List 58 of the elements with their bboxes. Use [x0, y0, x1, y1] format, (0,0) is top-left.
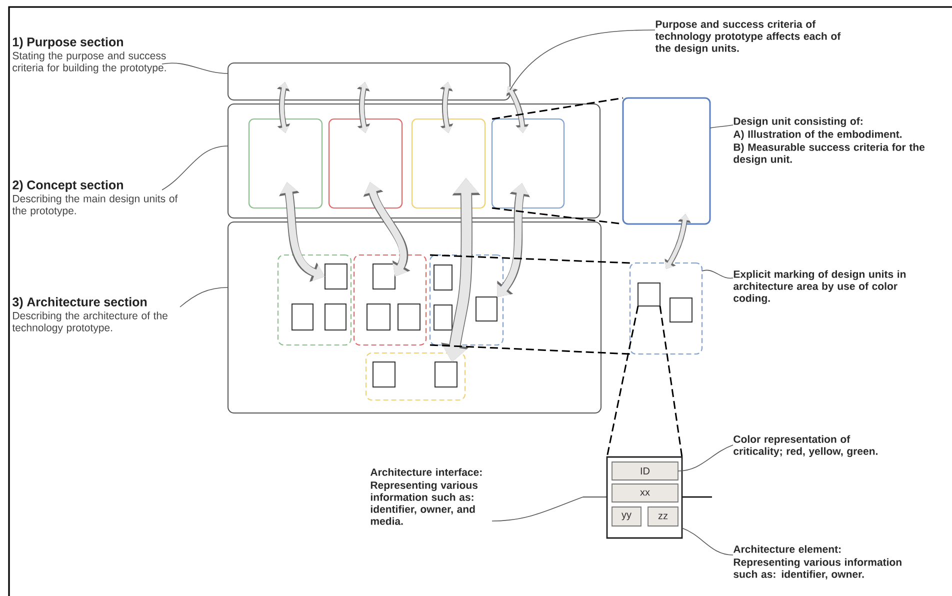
interface-line: [582, 496, 608, 498]
field-box: ID: [612, 462, 678, 480]
element-square: [434, 304, 452, 330]
leader-line: [682, 528, 734, 556]
element-square: [372, 264, 396, 290]
zoom-line: [430, 254, 630, 264]
section-box: [228, 62, 510, 100]
field-box: yy: [612, 506, 642, 526]
design-unit-box: [411, 118, 486, 209]
field-box: zz: [648, 506, 678, 526]
callout-text: Architecture interface: Representing various information such as: identifier, owner, and media.: [370, 468, 482, 525]
unit-group-frame: [365, 352, 466, 401]
element-square: [670, 298, 692, 322]
callout-text: Purpose and success criteria of technology prototype affects each of the design units.: [655, 20, 841, 54]
callout-text: Color representation of criticality; red, yellow, green.: [734, 435, 878, 458]
leader-line: [492, 496, 584, 522]
leader-line: [678, 444, 734, 472]
unit-group-frame: [629, 262, 703, 355]
field-box: xx: [612, 484, 678, 502]
section-box: [228, 104, 600, 218]
leader-line: [162, 62, 228, 74]
leader-line: [710, 124, 734, 128]
callout-text: Architecture element: Representing various information such as: identifier, owner.: [733, 545, 902, 580]
design-unit-box: [491, 118, 565, 209]
element-box: [606, 456, 683, 539]
callout-text: Explicit marking of design units in architecture area by use of color coding.: [734, 270, 906, 304]
double-arrow: [440, 82, 454, 133]
design-unit-box: [622, 97, 711, 225]
design-unit-box: [328, 118, 403, 209]
unit-group-frame: [429, 254, 504, 346]
element-square: [398, 304, 420, 330]
unit-group-frame: [353, 254, 427, 346]
zoom-line: [659, 306, 683, 458]
zoom-line: [606, 306, 639, 458]
zoom-line: [430, 344, 630, 355]
double-arrow: [506, 86, 529, 133]
element-square: [324, 304, 346, 330]
element-square: [434, 264, 452, 290]
element-square: [638, 282, 660, 306]
leader-line: [702, 270, 734, 279]
element-square: [476, 296, 498, 322]
element-square: [366, 304, 390, 330]
element-square: [324, 264, 348, 290]
leader-line: [180, 287, 228, 308]
leader-line: [162, 146, 228, 190]
unit-group-frame: [277, 254, 352, 346]
leader-line: [510, 30, 656, 90]
section-label: 1) Purpose section Stating the purpose and success criteria for building the prototype.: [12, 37, 166, 74]
design-unit-box: [248, 118, 323, 209]
section-label: 2) Concept section Describing the main design units of the prototype.: [12, 180, 178, 216]
element-square: [434, 362, 458, 388]
callout-text: Design unit consisting of: A) Illustration of the embodiment. B) Measurable success criteria for the design unit.: [733, 117, 925, 166]
element-square: [372, 362, 396, 388]
double-arrow: [356, 82, 370, 133]
section-label: 3) Architecture section Describing the architecture of the technology prototype.: [12, 297, 168, 334]
double-arrow: [276, 82, 290, 133]
section-box: [228, 222, 602, 414]
element-square: [292, 304, 314, 330]
